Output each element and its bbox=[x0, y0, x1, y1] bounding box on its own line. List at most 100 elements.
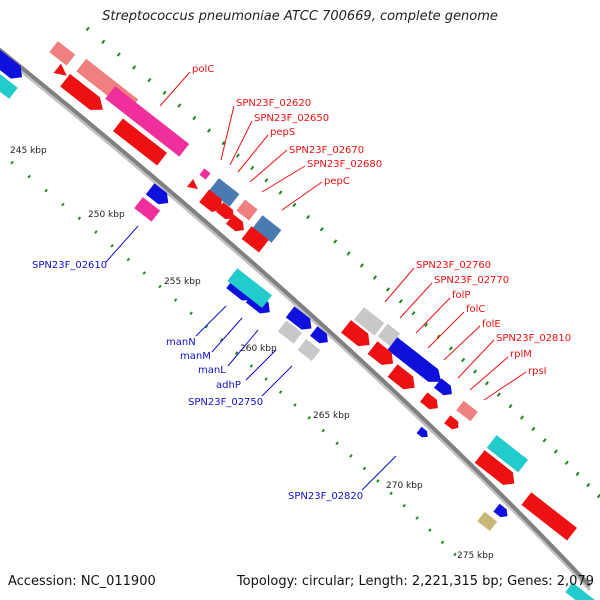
tick-label-250: 250 kbp bbox=[88, 210, 125, 220]
label-rpsI: rpsI bbox=[528, 366, 547, 377]
tick-dot-33 bbox=[531, 426, 536, 432]
tick-dot-70 bbox=[453, 552, 457, 557]
gene-blue-bottom bbox=[493, 503, 508, 518]
tick-dot-0 bbox=[85, 26, 90, 32]
gene-red-polC-long bbox=[113, 118, 167, 166]
label-spn23f-02820: SPN23F_02820 bbox=[288, 491, 363, 502]
label-spn23f-02620: SPN23F_02620 bbox=[236, 98, 311, 109]
tick-dot-57 bbox=[278, 390, 283, 394]
label-adhP: adhP bbox=[216, 380, 241, 391]
tick-dot-56 bbox=[264, 377, 268, 381]
gene-salmon-top bbox=[49, 41, 76, 66]
backbone bbox=[0, 47, 592, 588]
tick-label-270: 270 kbp bbox=[386, 481, 423, 491]
gene-grey-small bbox=[297, 338, 321, 362]
tick-dot-64 bbox=[376, 479, 380, 483]
label-rplM: rplM bbox=[510, 349, 532, 360]
labels-blue: SPN23F_02610 manN manM manL adhP SPN23F_… bbox=[32, 225, 397, 502]
backbone-shadow bbox=[0, 52, 592, 592]
label-spn23f-02810: SPN23F_02810 bbox=[496, 333, 571, 344]
gene-blue-small bbox=[310, 326, 328, 344]
leader-spn23f-02760 bbox=[384, 267, 415, 303]
leader-spn23f-02670 bbox=[249, 149, 288, 183]
tick-dot-32 bbox=[519, 415, 525, 420]
tick-dot-58 bbox=[293, 403, 297, 407]
label-spn23f-02650: SPN23F_02650 bbox=[254, 113, 329, 124]
tick-dot-3 bbox=[132, 65, 137, 70]
leader-spn23f-02810 bbox=[457, 339, 495, 379]
leader-spn23f-02610 bbox=[105, 225, 139, 263]
gene-folE bbox=[387, 364, 415, 390]
gene-spn23f-02750 bbox=[277, 320, 303, 344]
tick-dot-55 bbox=[249, 364, 254, 368]
tick-dot-16 bbox=[319, 227, 324, 232]
gene-spn23f-02670 bbox=[236, 199, 258, 221]
gene-spn23f-02610 bbox=[134, 197, 161, 222]
tick-dot-18 bbox=[346, 251, 351, 256]
gene-red-small-arrows bbox=[216, 202, 234, 220]
tick-dot-65 bbox=[389, 491, 393, 496]
tick-dot-30 bbox=[496, 392, 501, 397]
tick-dot-10 bbox=[235, 153, 240, 158]
tick-dot-63 bbox=[362, 466, 367, 471]
tick-dot-20 bbox=[372, 275, 378, 280]
label-polC: polC bbox=[192, 64, 214, 75]
genes-outer bbox=[0, 41, 508, 532]
gene-rplM bbox=[456, 400, 478, 422]
gene-red-02760 bbox=[341, 320, 370, 347]
label-spn23f-02770: SPN23F_02770 bbox=[434, 275, 509, 286]
label-spn23f-02750: SPN23F_02750 bbox=[188, 397, 263, 408]
tick-dot-1 bbox=[101, 39, 106, 44]
label-manM: manM bbox=[180, 351, 211, 362]
leader-rpsI bbox=[483, 371, 527, 401]
labels-red: polC SPN23F_02620 SPN23F_02650 pepS SPN2… bbox=[159, 64, 571, 401]
leader-folC bbox=[427, 311, 465, 349]
leader-manL bbox=[227, 329, 259, 367]
gene-blue-1 bbox=[0, 41, 23, 79]
tick-dot-7 bbox=[192, 115, 197, 121]
tick-dot-2 bbox=[116, 52, 121, 57]
gene-cyan-lower bbox=[486, 435, 529, 473]
leader-pepC bbox=[281, 181, 323, 211]
tick-dots bbox=[10, 26, 600, 557]
leader-spn23f-02750 bbox=[261, 365, 293, 397]
gene-red-bottom bbox=[521, 492, 577, 541]
gene-spn23f-02650 bbox=[209, 178, 240, 207]
tick-dot-21 bbox=[385, 287, 391, 292]
tick-dot-35 bbox=[553, 449, 558, 454]
tick-dot-34 bbox=[542, 438, 547, 443]
leader-polC bbox=[159, 71, 191, 107]
tick-dot-53 bbox=[219, 338, 224, 342]
leader-spn23f-02820 bbox=[361, 455, 397, 491]
tick-dot-45 bbox=[94, 230, 98, 234]
tick-dot-36 bbox=[564, 460, 569, 465]
leader-folE bbox=[443, 325, 481, 361]
gene-spn23f-02680 bbox=[252, 215, 282, 243]
gene-pepS bbox=[199, 189, 222, 212]
tick-dot-31 bbox=[508, 404, 513, 409]
gene-blue-02610 bbox=[145, 183, 169, 205]
tick-dot-5 bbox=[162, 90, 167, 95]
label-folE: folE bbox=[482, 319, 501, 330]
gene-manL bbox=[227, 268, 272, 308]
gene-red-02620-arrow bbox=[186, 178, 198, 190]
tick-dot-40 bbox=[10, 160, 14, 165]
label-spn23f-02760: SPN23F_02760 bbox=[416, 260, 491, 271]
label-pepC: pepC bbox=[324, 176, 350, 187]
tick-dot-66 bbox=[402, 503, 406, 508]
tick-dot-4 bbox=[147, 77, 152, 83]
label-folP: folP bbox=[452, 290, 470, 301]
tick-dot-6 bbox=[177, 103, 182, 108]
leader-adhP bbox=[245, 349, 277, 381]
tick-dot-9 bbox=[221, 140, 226, 146]
label-pepS: pepS bbox=[270, 127, 295, 138]
gene-spn23f-02770 bbox=[377, 323, 401, 347]
tick-dot-60 bbox=[321, 428, 326, 433]
gene-spn23f-02810 bbox=[434, 378, 452, 396]
label-spn23f-02680: SPN23F_02680 bbox=[307, 159, 382, 170]
tick-label-255: 255 kbp bbox=[164, 277, 201, 287]
leader-spn23f-02650 bbox=[229, 120, 253, 166]
gene-pepC bbox=[241, 226, 269, 253]
